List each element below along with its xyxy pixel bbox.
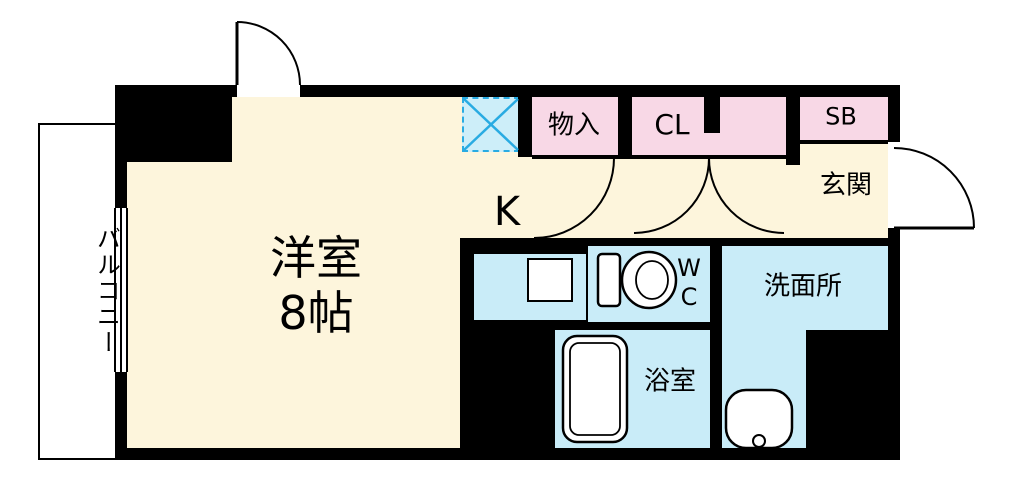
balcony-window-mullion bbox=[120, 208, 122, 372]
western-room-size: 8帖 bbox=[278, 286, 354, 340]
counter-sink bbox=[527, 258, 573, 302]
bathroom-label: 浴室 bbox=[643, 366, 697, 397]
toilet-label-line2: C bbox=[680, 283, 698, 311]
storage-closet bbox=[532, 97, 618, 155]
closet-label: CL bbox=[654, 108, 690, 142]
kitchen-label: K bbox=[493, 189, 521, 235]
shoe-box-front-line bbox=[800, 140, 888, 144]
western-room-name: 洋室 bbox=[270, 230, 362, 285]
wall-divider-c bbox=[786, 97, 800, 165]
storage-label: 物入 bbox=[547, 110, 601, 141]
top-door-opening bbox=[237, 85, 300, 97]
closet-front-line bbox=[532, 155, 786, 159]
toilet-label-line1: W bbox=[677, 254, 701, 283]
balcony-label: バルコニー bbox=[92, 226, 121, 356]
toilet-label: W C bbox=[677, 254, 701, 312]
stove-hatch-icon bbox=[462, 97, 520, 152]
balcony bbox=[38, 123, 122, 460]
entry-door-opening bbox=[888, 142, 901, 228]
washroom-lower bbox=[722, 330, 806, 448]
wall-topleft-block bbox=[115, 85, 232, 162]
top-door-arc bbox=[235, 21, 301, 86]
shoe-box bbox=[800, 97, 888, 140]
western-room-label: 洋室 8帖 bbox=[270, 231, 362, 341]
shoe-box-label: SB bbox=[825, 102, 857, 131]
entry-door-arc bbox=[893, 147, 975, 230]
wall-divider-a bbox=[518, 97, 532, 157]
washroom-upper bbox=[722, 246, 888, 330]
washroom-label: 洗面所 bbox=[763, 271, 843, 302]
balcony-window bbox=[114, 208, 128, 372]
wall-divider-b bbox=[618, 97, 632, 157]
entrance-label: 玄関 bbox=[819, 170, 873, 201]
closet-notch-wall bbox=[704, 97, 720, 133]
